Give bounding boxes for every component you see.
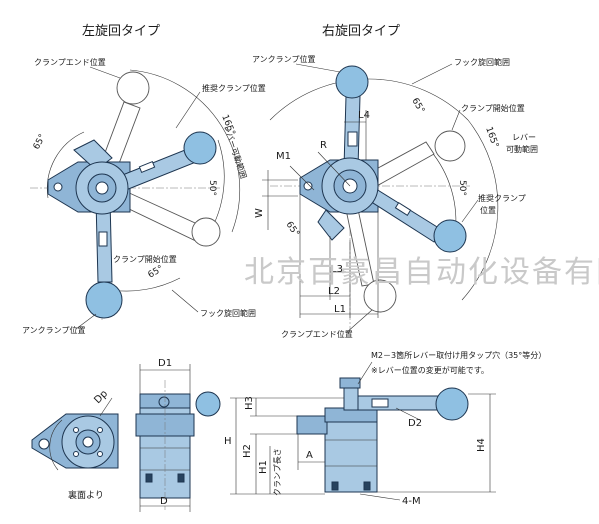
- lever-change-note: ※レバー位置の変更が可能です。: [371, 365, 489, 375]
- left-unclamp-label: アンクランプ位置: [22, 325, 85, 335]
- front-ball: [195, 391, 221, 417]
- back-rotation-arrow: [49, 419, 63, 471]
- title-left-rotation: 左旋回タイプ: [82, 24, 160, 39]
- right-recommended-label-1: 推奨クランプ: [478, 193, 526, 203]
- right-bracket: [317, 209, 345, 241]
- right-recommended-label-2: 位置: [480, 205, 496, 215]
- side-flange: [296, 415, 328, 435]
- left-center-bore: [95, 181, 109, 195]
- right-angle-165: 165°: [483, 126, 500, 150]
- right-lever-range-label-1: レバー: [512, 133, 536, 142]
- dim-h4: H4: [476, 438, 487, 452]
- left-clamp-end-label: クランプエンド位置: [34, 57, 106, 67]
- left-angle-65b: 65°: [147, 264, 166, 281]
- right-arm-recommended: [361, 183, 467, 253]
- right-angle-65a: 65°: [409, 97, 426, 116]
- dim-w: W: [254, 208, 265, 218]
- left-lever-range-arc: [129, 69, 241, 233]
- right-rotation-view: L4 R M1 W L3 L2 L1 アンクランプ位置 フック旋回範囲 クランプ…: [252, 54, 538, 339]
- left-flange-hole: [53, 182, 63, 192]
- left-arm-recommended: [109, 131, 217, 195]
- right-arm-unclamp: [335, 65, 369, 169]
- dim-d2-leader: [395, 407, 421, 421]
- dim-m1: M1: [276, 151, 291, 162]
- right-side-arc: [461, 119, 499, 301]
- tap-hole-note: M2－3箇所レバー取付け用タップ穴（35°等分）: [371, 350, 546, 360]
- left-clamp-start-label: クランプ開始位置: [113, 254, 177, 264]
- dim-dp: Dp: [92, 388, 110, 406]
- right-angle-50: 50°: [457, 180, 467, 196]
- left-rotation-view: クランプエンド位置 推奨クランプ位置 レバー可動範囲 クランプ開始位置 アンクラ…: [22, 57, 266, 335]
- right-angle-65b: 65°: [284, 220, 301, 239]
- left-hook-range-label: フック旋回範囲: [200, 308, 256, 318]
- right-clamp-start-label: クランプ開始位置: [461, 103, 525, 113]
- dim-d: D: [160, 496, 168, 507]
- back-view-label: 裏面より: [68, 489, 104, 501]
- dim-h3: H3: [244, 396, 255, 410]
- right-flange-hole: [303, 181, 313, 191]
- right-unclamp-label: アンクランプ位置: [252, 54, 315, 64]
- watermark: 北京百豪昌自动化设备有限公司: [244, 255, 599, 290]
- dim-4m-leader: [359, 493, 401, 501]
- right-lever-range-label-2: 可動範囲: [506, 144, 538, 154]
- side-lever: [357, 395, 447, 411]
- right-upper-arc: [269, 78, 469, 121]
- right-clamp-end-label: クランプエンド位置: [281, 329, 353, 339]
- front-view: D1 D: [135, 358, 221, 512]
- dim-l3: L3: [331, 264, 343, 275]
- dim-l4: L4: [358, 110, 370, 121]
- dim-d1: D1: [158, 358, 172, 369]
- back-view: Dp 裏面より: [31, 388, 119, 501]
- left-65-arc: [47, 131, 85, 199]
- dim-r: R: [320, 140, 327, 151]
- dim-l2: L2: [328, 286, 340, 297]
- dim-a: A: [306, 450, 313, 461]
- side-view: M2－3箇所レバー取付け用タップ穴（35°等分） ※レバー位置の変更が可能です。…: [224, 350, 546, 507]
- left-hook-arc: [109, 277, 181, 292]
- dim-d2: D2: [408, 418, 422, 429]
- right-hook-range-label: フック旋回範囲: [454, 57, 510, 67]
- dim-h: H: [224, 436, 232, 447]
- dim-l1: L1: [334, 304, 346, 315]
- side-rod: [343, 385, 359, 411]
- stroke-label: クランプ長さ: [273, 448, 282, 496]
- back-flange-hole: [38, 438, 50, 450]
- dim-h1: H1: [258, 460, 269, 474]
- left-angle-50: 50°: [207, 180, 217, 196]
- dim-h2: H2: [242, 444, 253, 458]
- dim-4m: 4-M: [402, 496, 421, 507]
- left-angle-65a: 65°: [32, 133, 48, 152]
- left-angle-165: 165°: [219, 113, 236, 137]
- title-right-rotation: 右旋回タイプ: [322, 24, 400, 39]
- side-ball: [435, 387, 469, 421]
- dim-r-line: [317, 151, 351, 187]
- left-recommended-label: 推奨クランプ位置: [202, 83, 266, 93]
